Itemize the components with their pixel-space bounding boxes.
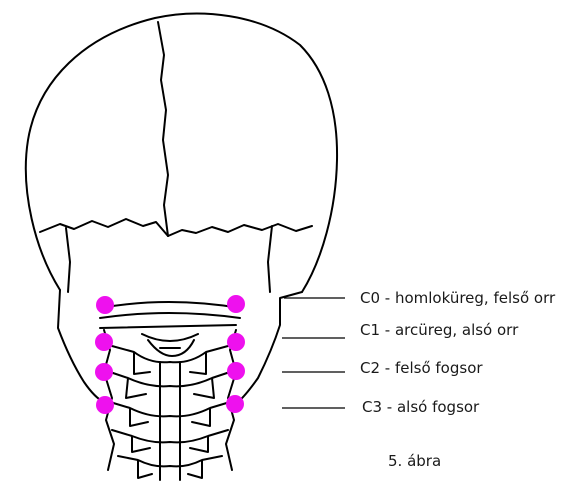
marker-c2-right [227,362,245,380]
left-lambdoid-suture [40,219,168,236]
spinous-column [160,362,180,480]
atlas-vertebra [100,325,236,356]
label-c0: C0 - homloküreg, felső orr [360,289,555,307]
lower-cranium-line-right [268,226,272,292]
marker-c0-right [227,295,245,313]
vertebra-c6 [118,456,222,478]
right-lambdoid-suture [168,224,312,236]
occipital-band-bottom [100,313,240,318]
marker-c3-left [96,396,114,414]
label-c3: C3 - alsó fogsor [362,398,479,416]
marker-c1-left [95,333,113,351]
vertebra-c4 [110,402,230,426]
vertebra-c3 [110,372,230,398]
marker-c0-left [96,296,114,314]
marker-c1-right [227,333,245,351]
right-side-outline [238,292,302,402]
label-c1: C1 - arcüreg, alsó orr [360,321,518,339]
vertebra-c2 [112,346,228,374]
marker-c3-right [226,395,244,413]
cranium-outline [26,14,337,292]
vertebra-c5 [112,430,228,452]
lower-cranium-line [66,228,70,292]
marker-c2-left [95,363,113,381]
sagittal-suture [158,22,168,236]
label-c2: C2 - felső fogsor [360,359,483,377]
occipital-band-top [100,302,240,308]
figure-caption: 5. ábra [388,452,441,470]
